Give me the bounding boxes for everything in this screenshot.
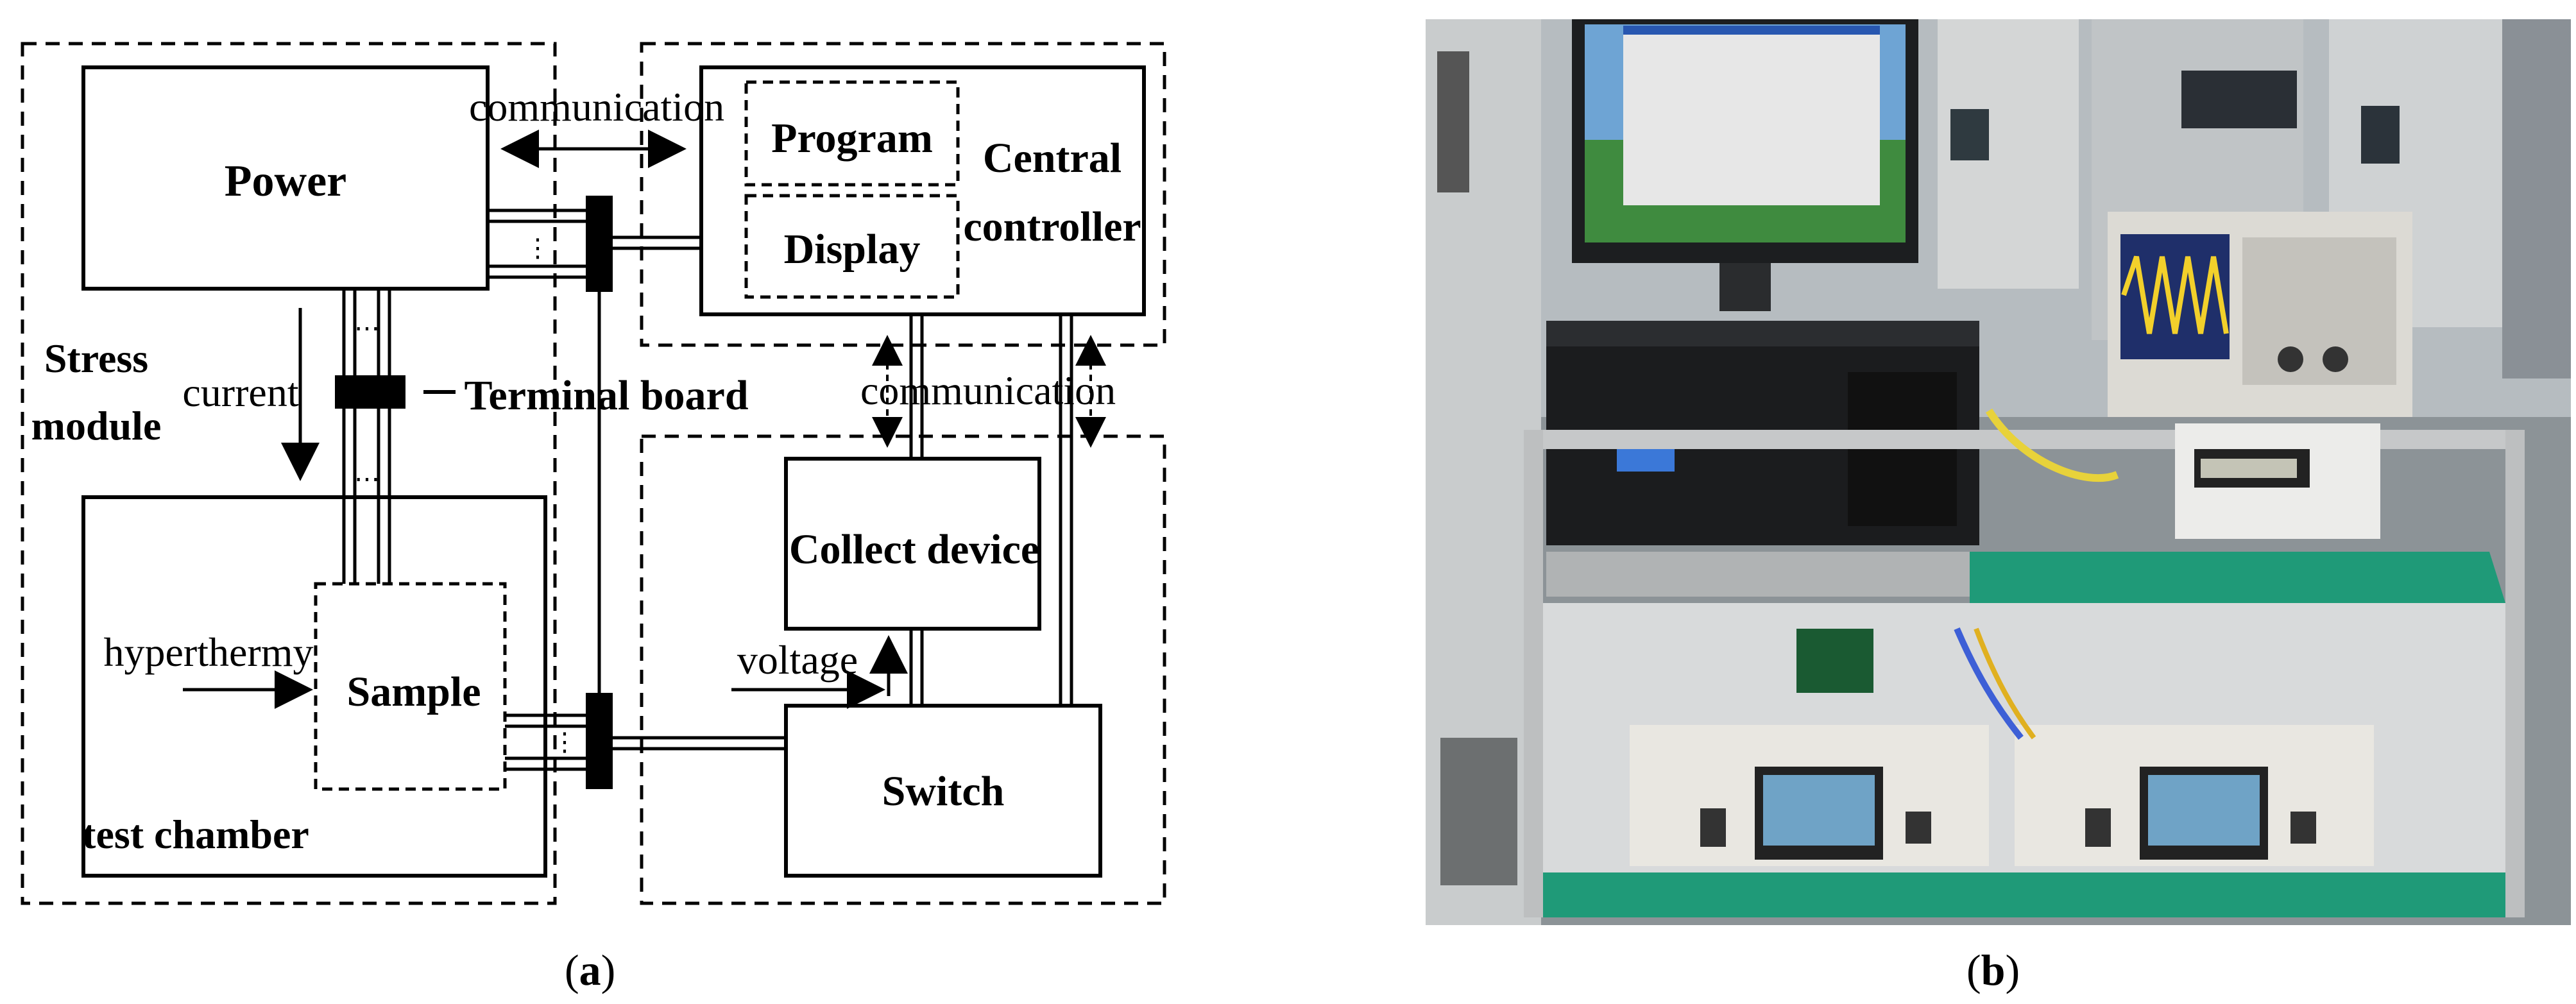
sample-board [1796,629,1873,693]
terminal-block-top-right [586,196,613,292]
controller-module-boundary [640,42,1166,347]
caption-a: (a) [565,945,615,996]
terminal-block-bottom-right [586,693,613,789]
oscilloscope [2108,212,2412,417]
current-label: current [182,370,298,415]
switch-label: Switch [882,768,1005,815]
terminal-board-label: Terminal board [464,372,748,419]
svg-text:⋯: ⋯ [354,314,380,343]
terminal-block-left [335,375,405,409]
communication-mid-label: communication [860,368,1116,413]
svg-text:⋮: ⋮ [552,727,577,756]
stress-module-label-1: Stress [44,336,148,381]
caption-a-open: ( [565,946,579,994]
power-supply-right [2015,725,2374,866]
multimeter [2175,423,2380,539]
collect-module-boundary [640,434,1166,905]
caption-b-close: ) [2005,946,2020,994]
power-label: Power [225,157,346,206]
caption-a-letter: a [579,946,601,994]
caption-b: (b) [1966,945,2020,996]
caption-b-open: ( [1966,946,1981,994]
communication-top-label: communication [469,84,724,130]
svg-text:⋮: ⋮ [525,234,550,262]
svg-text:⋯: ⋯ [354,464,380,493]
program-label: Program [771,115,933,162]
central-controller-label-1: Central [983,135,1122,182]
central-controller-label-2: controller [963,203,1141,250]
power-box [81,65,490,291]
caption-a-close: ) [601,946,616,994]
monitor [1572,19,1918,311]
display-label: Display [784,226,921,273]
test-chamber-label: test chamber [82,812,309,857]
sample-label: Sample [346,668,481,715]
stress-module-boundary [21,42,557,905]
hyperthermy-label: hyperthermy [104,629,314,675]
program-box [744,80,960,187]
collect-device-box [784,457,1041,631]
power-supply-left [1630,725,1989,866]
switch-box [784,704,1102,878]
collect-device-label: Collect device [789,526,1039,573]
display-box [744,194,960,299]
sample-box [314,582,507,791]
caption-b-letter: b [1981,946,2006,994]
stress-module-label-2: module [31,403,162,448]
voltage-label: voltage [737,637,858,683]
